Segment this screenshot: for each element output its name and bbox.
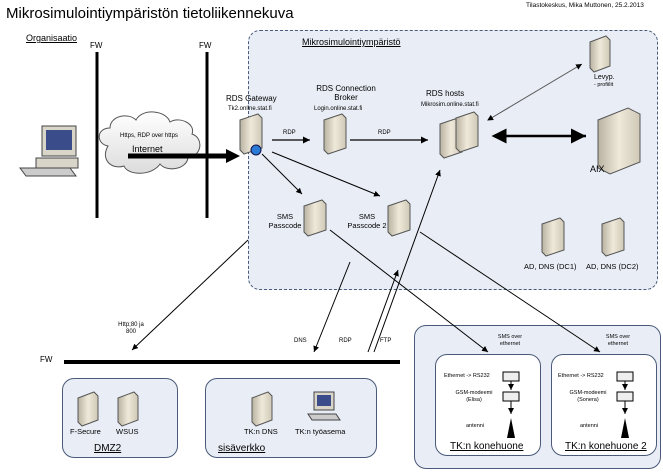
edge-http — [131, 239, 249, 351]
edge-ftp — [373, 169, 441, 353]
rds-broker-name: RDS Connection Broker — [316, 84, 376, 103]
rds-hosts-name: RDS hosts — [426, 89, 465, 98]
firewall-label-2: FW — [199, 41, 212, 50]
dc1-label: AD, DNS (DC1) — [524, 262, 577, 271]
kh1-ethernet-label: Ethernet -> RS232 — [444, 373, 490, 379]
zone-label-dmz2: DMZ2 — [94, 443, 122, 454]
kh2-gsm-label: GSM-modeemi (Sonera) — [569, 390, 607, 403]
edge-label-rdp3: RDP — [339, 338, 352, 344]
rds-gateway-host: Tk2.online.stat.fi — [228, 106, 272, 112]
zone-label-konehuone2: TK:n konehuone 2 — [565, 441, 647, 452]
zone-label-organisaatio: Organisaatio — [26, 33, 78, 43]
levyp-name: Levyp. — [594, 74, 615, 81]
tk-workstation-icon — [307, 391, 341, 421]
workstation-icon — [19, 125, 79, 177]
edge-label-http: Http;80 ja 800 — [118, 322, 144, 336]
edge-label-sms1: SMS over ethernet — [497, 334, 523, 347]
internet-cloud — [98, 111, 201, 174]
rds-gateway-server-icon — [239, 113, 263, 156]
edge-gateway-sms1 — [261, 153, 303, 195]
edge-label-sms2: SMS over ethernet — [605, 334, 631, 347]
dc2-label: AD, DNS (DC2) — [586, 262, 639, 271]
zone-label-konehuone1: TK:n konehuone — [450, 441, 524, 452]
levyp-server-icon — [589, 35, 611, 73]
cloud-internet-label: Internet — [132, 144, 163, 154]
dc1-server-icon — [541, 217, 565, 257]
edge-sms-ethernet-1 — [329, 229, 489, 353]
rds-hosts-host: Mikrosim.online.stat.fi — [421, 102, 479, 108]
sms-passcode-label: SMS Passcode — [268, 212, 302, 230]
sms-passcode2-server-icon — [387, 199, 411, 237]
rds-broker-server-icon — [323, 113, 347, 155]
edge-label-dns: DNS — [294, 338, 307, 344]
zone-label-sisaverkko: sisäverkko — [218, 443, 266, 454]
konehuone2-chain — [616, 371, 634, 438]
tk-tyoasema-label: TK:n työasema — [295, 427, 346, 436]
sms-passcode-server-icon — [303, 199, 327, 237]
edge-dns — [313, 261, 351, 353]
edge-label-rdp1: RDP — [283, 130, 296, 136]
rds-hosts-server-icon — [439, 111, 479, 159]
edge-label-ftp: FTP — [380, 338, 392, 344]
konehuone1-chain — [502, 371, 520, 438]
kh1-antenni-label: antenni — [466, 423, 485, 429]
tk-dns-label: TK:n DNS — [244, 427, 278, 436]
konehuone1-box — [435, 354, 541, 456]
aix-label: AIX — [590, 164, 605, 174]
edge-label-rdp2: RDP — [378, 130, 391, 136]
wsus-server-icon — [117, 391, 139, 427]
cloud-protocol-label: Https, RDP over https — [120, 133, 178, 139]
wsus-label: WSUS — [116, 427, 139, 436]
edge-gateway-sms2 — [271, 151, 381, 197]
aix-server-icon — [597, 107, 641, 175]
sms-passcode2-label: SMS Passcode 2 — [347, 212, 387, 230]
page-title: Mikrosimulointiympäristön tietoliikennek… — [6, 5, 294, 22]
levyp-sub: - profiilit — [594, 82, 614, 88]
author-date: Tilastokeskus, Mika Muttonen, 25.2.2013 — [526, 2, 644, 9]
edge-hosts-levyp — [487, 63, 583, 121]
kh2-ethernet-label: Ethernet -> RS232 — [558, 373, 604, 379]
edge-rdp-up — [367, 269, 399, 353]
edge-sms-ethernet-2 — [419, 231, 601, 353]
rds-broker-host: Login.online.stat.fi — [314, 106, 363, 112]
tk-dns-server-icon — [251, 391, 273, 427]
sisaverkko-zone — [205, 378, 377, 458]
konehuone2-box — [551, 354, 657, 456]
rds-gateway-name: RDS Gateway — [226, 94, 277, 103]
firewall-label-3: FW — [40, 355, 53, 364]
dc2-server-icon — [601, 217, 625, 257]
fsecure-label: F-Secure — [70, 427, 101, 436]
kh2-antenni-label: antenni — [580, 423, 599, 429]
fsecure-server-icon — [77, 391, 99, 427]
mikrosimulointi-zone — [248, 30, 658, 290]
zone-label-mikrosimulointi: Mikrosimulointiympäristö — [302, 37, 401, 47]
firewall-label-1: FW — [90, 41, 103, 50]
kh1-gsm-label: GSM-modeemi (Elisa) — [455, 390, 493, 403]
